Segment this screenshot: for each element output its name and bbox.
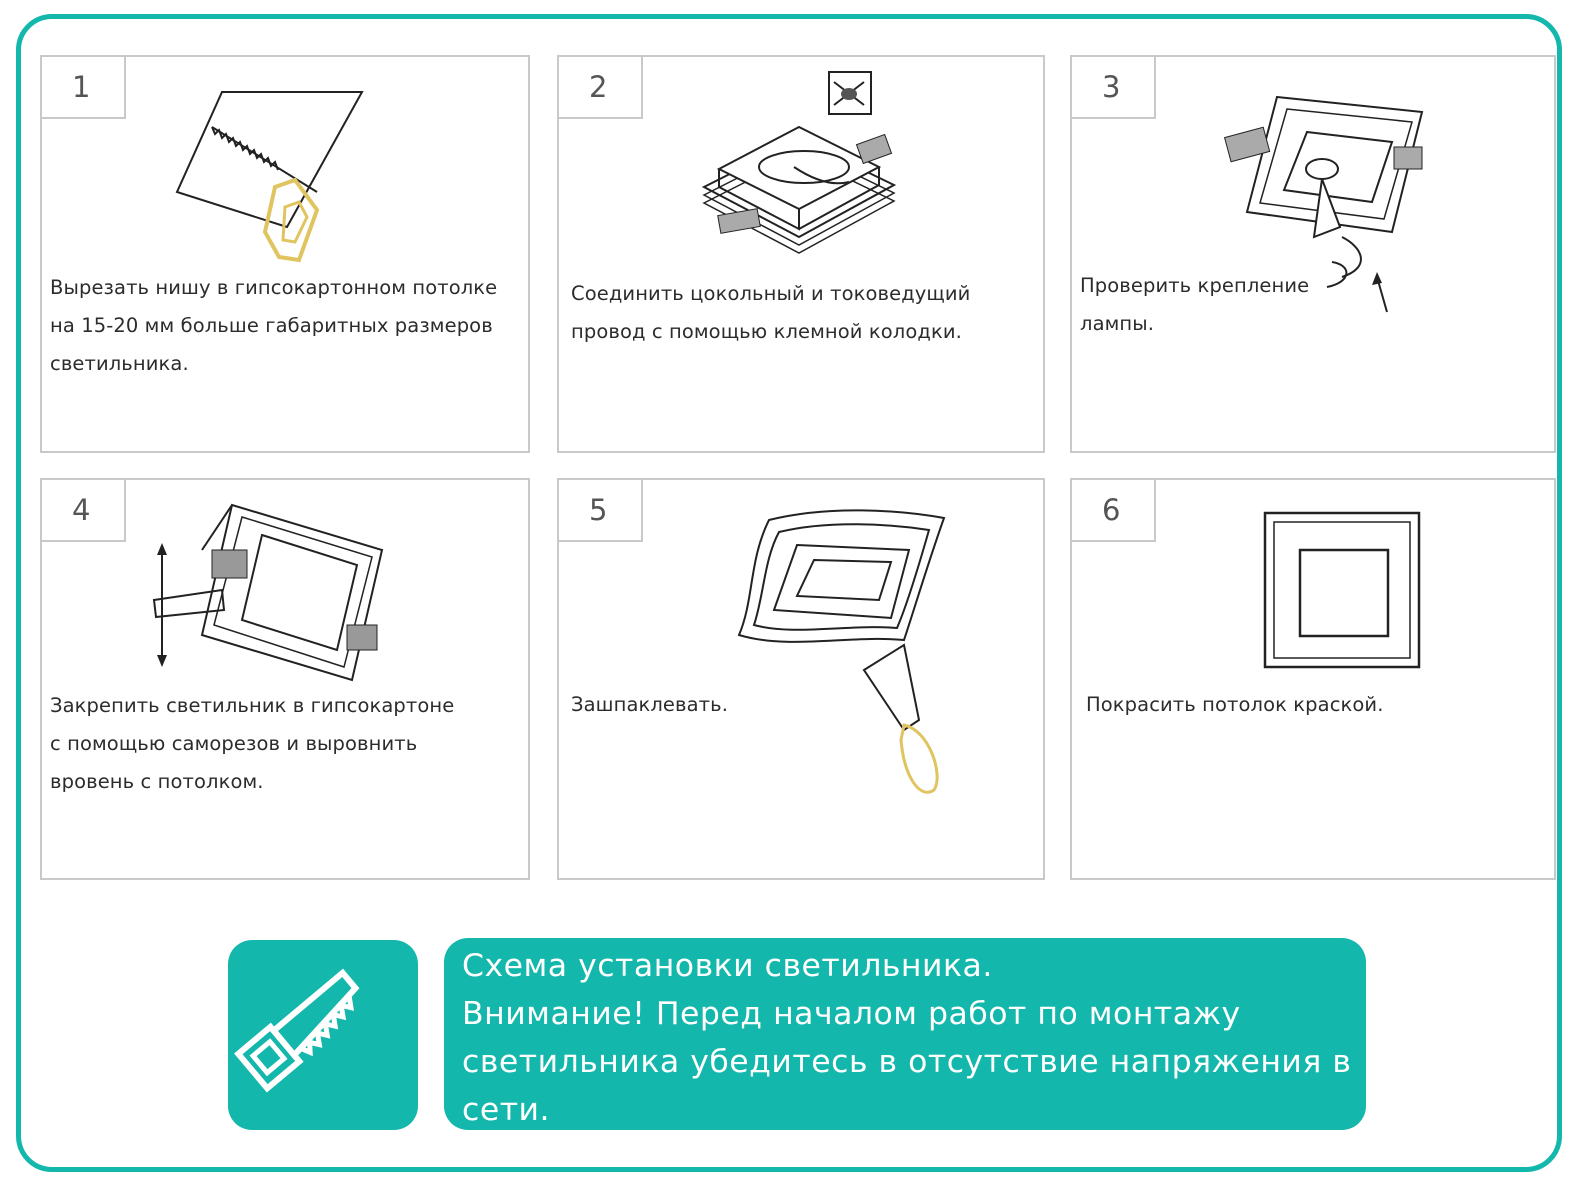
saw-handle-icon [262, 177, 320, 263]
step-number: 2 [559, 57, 643, 119]
putty-illustration [737, 509, 946, 794]
installation-notice: Схема установки светильника. Внимание! П… [444, 938, 1366, 1130]
step-card-6: 6 Покрасить потолок краской. [1070, 478, 1556, 880]
step-card-2: 2 Соединить цокольный и токоведущий пров… [557, 55, 1045, 453]
step-number: 6 [1072, 480, 1156, 542]
step-text: Закрепить светильник в гипсокартоне с по… [50, 694, 455, 793]
mount-fixture-illustration [152, 503, 384, 682]
step-card-4: 4 Закрепить светильник в гипсокартоне с … [40, 478, 530, 880]
step-text: Вырезать нишу в гипсокартонном потолке н… [50, 276, 498, 375]
step-card-3: 3 Проверить крепление лампы. [1070, 55, 1556, 453]
spatula-handle-icon [899, 723, 939, 794]
hand-saw-icon [228, 940, 418, 1130]
step-text: Зашпаклевать. [571, 693, 729, 716]
notice-line: светильника убедитесь в отсутствие напря… [462, 1044, 1352, 1080]
step-text: Покрасить потолок краской. [1086, 693, 1384, 716]
step-text: Проверить крепление лампы. [1080, 274, 1310, 335]
finished-fixture-illustration [1263, 511, 1421, 669]
step-number: 4 [42, 480, 126, 542]
step-number: 3 [1072, 57, 1156, 119]
notice-line: сети. [462, 1092, 551, 1128]
step-number: 1 [42, 57, 126, 119]
step-card-1: 1 Вырезать нишу в гипсокартонном потолке… [40, 55, 530, 453]
step-card-5: 5 Зашпаклевать. [557, 478, 1045, 880]
cut-drywall-illustration [175, 91, 364, 263]
lamp-check-illustration [1223, 95, 1424, 313]
step-number: 5 [559, 480, 643, 542]
wiring-illustration [701, 71, 897, 254]
notice-title: Схема установки светильника. [462, 948, 993, 984]
step-text: Соединить цокольный и токоведущий провод… [571, 282, 971, 343]
notice-line: Внимание! Перед началом работ по монтажу [462, 996, 1241, 1032]
